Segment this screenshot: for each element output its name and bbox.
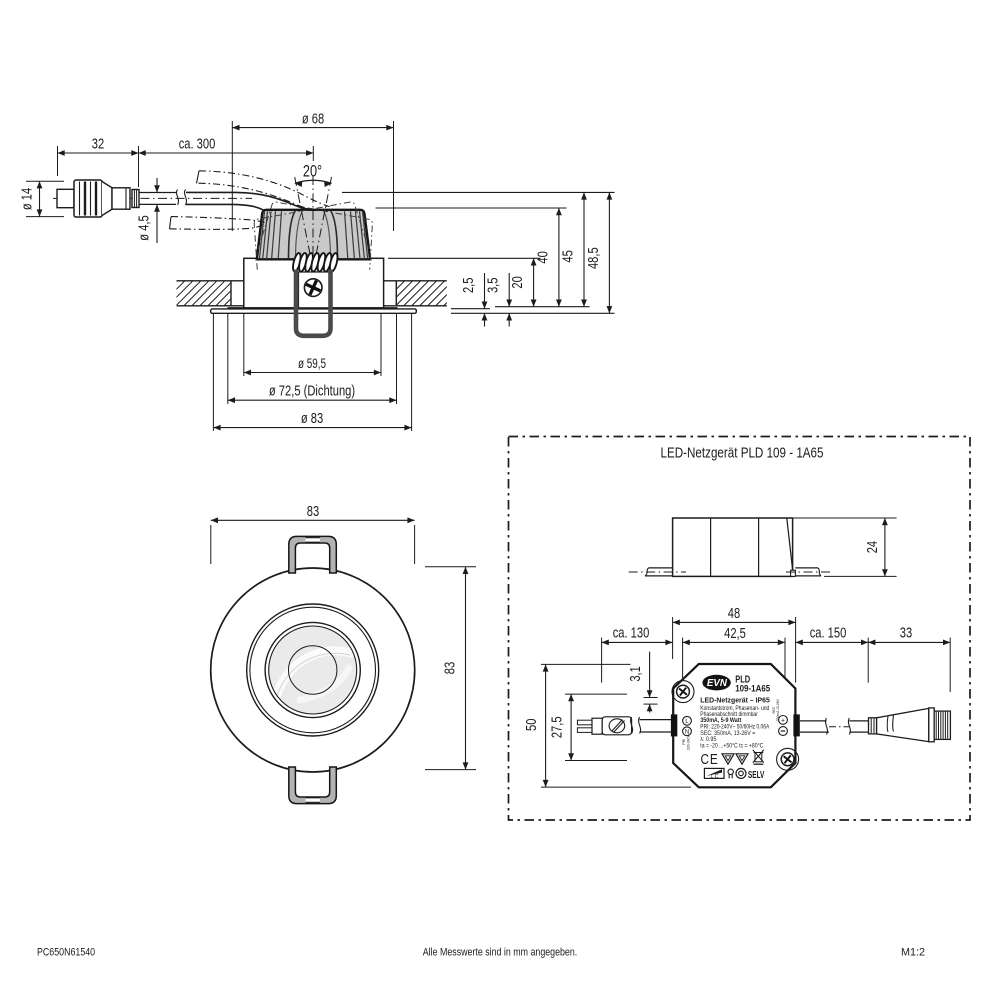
svg-text:3,1: 3,1 bbox=[627, 666, 644, 682]
svg-text:ø 14: ø 14 bbox=[19, 188, 36, 210]
svg-text:ø 72,5 (Dichtung): ø 72,5 (Dichtung) bbox=[269, 383, 355, 400]
svg-text:ca. 130: ca. 130 bbox=[613, 625, 650, 642]
svg-text:SEC: SEC bbox=[772, 706, 776, 713]
svg-text:L: L bbox=[685, 718, 689, 725]
svg-text:L.C: L.C bbox=[711, 774, 719, 780]
svg-text:350mA, 5-9 Watt: 350mA, 5-9 Watt bbox=[700, 717, 741, 724]
svg-text:ø 59,5: ø 59,5 bbox=[298, 356, 326, 371]
svg-text:ca. 300: ca. 300 bbox=[179, 136, 216, 153]
svg-text:LED-Netzgerät – IP65: LED-Netzgerät – IP65 bbox=[700, 698, 770, 705]
svg-text:SELV: SELV bbox=[748, 769, 765, 781]
svg-text:109-1A65: 109-1A65 bbox=[735, 684, 771, 695]
svg-text:PRI: PRI bbox=[682, 739, 686, 745]
svg-text:ca. 150: ca. 150 bbox=[810, 625, 847, 642]
svg-text:220-240V~: 220-240V~ bbox=[686, 733, 690, 750]
svg-text:ø 4,5: ø 4,5 bbox=[136, 215, 153, 240]
svg-text:ta = -20 ...+50°C tc = +80°C: ta = -20 ...+50°C tc = +80°C bbox=[700, 743, 764, 749]
svg-text:PC650N61540: PC650N61540 bbox=[37, 947, 95, 959]
svg-text:SEC: 350mA, 13-26V =: SEC: 350mA, 13-26V = bbox=[700, 731, 755, 737]
svg-text:83: 83 bbox=[442, 662, 459, 674]
svg-text:32: 32 bbox=[92, 136, 104, 153]
svg-text:N: N bbox=[685, 729, 690, 736]
svg-text:48,5: 48,5 bbox=[585, 247, 602, 269]
svg-text:LED-Netzgerät PLD 109 - 1A65: LED-Netzgerät PLD 109 - 1A65 bbox=[661, 446, 824, 462]
svg-text:42,5: 42,5 bbox=[724, 625, 746, 642]
svg-text:2,5: 2,5 bbox=[460, 278, 477, 294]
svg-text:Phasenabschnitt dimmbar: Phasenabschnitt dimmbar bbox=[700, 711, 758, 718]
svg-text:M1:2: M1:2 bbox=[901, 947, 925, 959]
svg-text:350mA 13-26V: 350mA 13-26V bbox=[776, 699, 780, 722]
svg-text:ø 83: ø 83 bbox=[301, 410, 323, 427]
svg-text:40: 40 bbox=[535, 251, 552, 263]
svg-text:λ: 0.95: λ: 0.95 bbox=[700, 737, 717, 743]
svg-text:Alle Messwerte sind in mm ange: Alle Messwerte sind in mm angegeben. bbox=[423, 947, 578, 959]
svg-text:ø 68: ø 68 bbox=[302, 110, 324, 127]
svg-text:45: 45 bbox=[560, 250, 577, 262]
svg-text:83: 83 bbox=[307, 503, 319, 520]
svg-text:20: 20 bbox=[509, 276, 526, 288]
svg-text:PRI: 220-240V~ 50/60Hz 0.06A: PRI: 220-240V~ 50/60Hz 0.06A bbox=[700, 724, 769, 730]
svg-text:+: + bbox=[781, 717, 785, 724]
svg-text:20°: 20° bbox=[303, 163, 322, 181]
svg-text:48: 48 bbox=[728, 605, 740, 622]
svg-text:27,5: 27,5 bbox=[549, 716, 566, 738]
svg-text:24: 24 bbox=[864, 541, 881, 553]
svg-text:PLD: PLD bbox=[735, 675, 750, 686]
svg-text:33: 33 bbox=[900, 625, 912, 642]
svg-text:Konstantstrom, Phasenan- und: Konstantstrom, Phasenan- und bbox=[700, 705, 769, 712]
svg-text:3,5: 3,5 bbox=[485, 278, 502, 294]
svg-text:EVN: EVN bbox=[707, 678, 728, 689]
svg-text:CE: CE bbox=[701, 752, 719, 768]
svg-text:50: 50 bbox=[523, 719, 540, 731]
